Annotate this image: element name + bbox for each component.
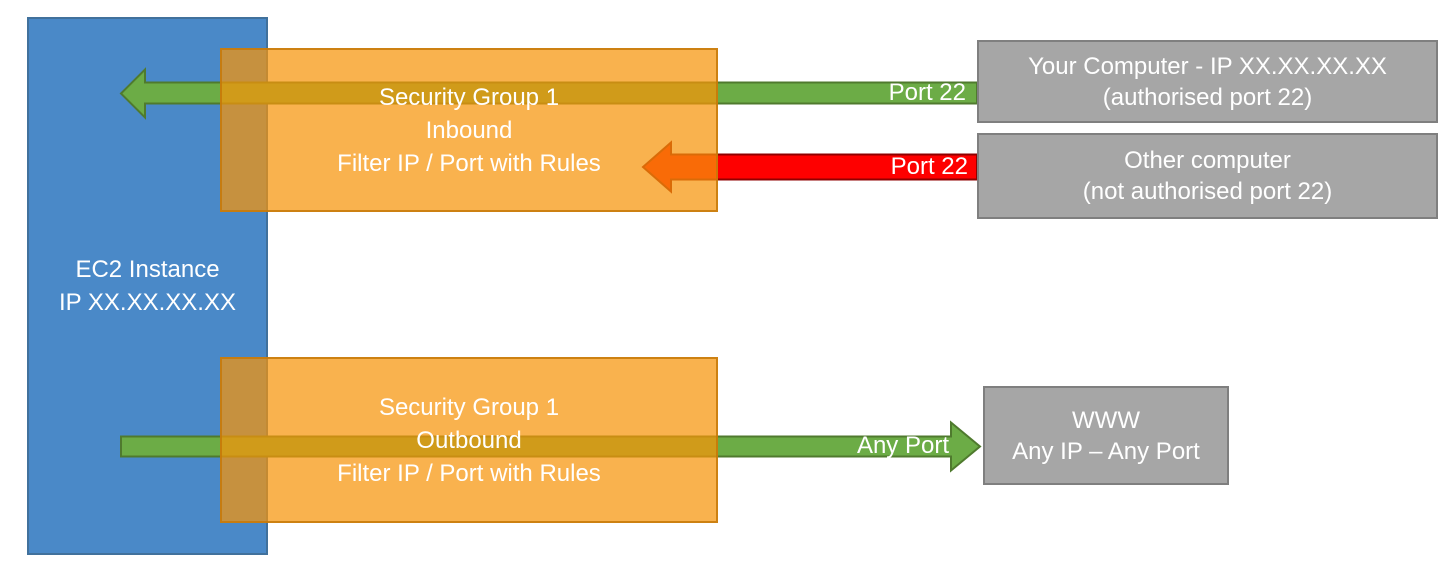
ec2-instance-ip: IP XX.XX.XX.XX <box>59 289 236 316</box>
your-computer-subtitle: (authorised port 22) <box>1102 83 1313 111</box>
outbound-port-label: Any Port <box>856 432 949 459</box>
www-subtitle: Any IP – Any Port <box>1012 437 1200 465</box>
inbound-allowed-port-label: Port 22 <box>888 79 966 106</box>
your-computer-title: Your Computer - IP XX.XX.XX.XX <box>1028 52 1387 80</box>
www-node: WWW Any IP – Any Port <box>983 386 1229 485</box>
security-group-inbound-node: Security Group 1 Inbound Filter IP / Por… <box>220 48 718 212</box>
www-title: WWW <box>1072 406 1140 434</box>
sg-inbound-direction: Inbound <box>425 116 513 144</box>
your-computer-node: Your Computer - IP XX.XX.XX.XX (authoris… <box>977 40 1438 123</box>
sg-outbound-direction: Outbound <box>416 426 522 454</box>
other-computer-node: Other computer (not authorised port 22) <box>977 133 1438 219</box>
ec2-instance-title: EC2 Instance <box>75 256 220 283</box>
sg-inbound-title: Security Group 1 <box>378 83 560 111</box>
inbound-blocked-port-label: Port 22 <box>890 153 968 180</box>
security-group-outbound-node: Security Group 1 Outbound Filter IP / Po… <box>220 357 718 523</box>
sg-inbound-rule: Filter IP / Port with Rules <box>337 149 601 177</box>
other-computer-subtitle: (not authorised port 22) <box>1082 178 1333 205</box>
sg-outbound-rule: Filter IP / Port with Rules <box>337 459 601 487</box>
sg-outbound-title: Security Group 1 <box>378 393 560 421</box>
other-computer-title: Other computer <box>1124 147 1291 174</box>
